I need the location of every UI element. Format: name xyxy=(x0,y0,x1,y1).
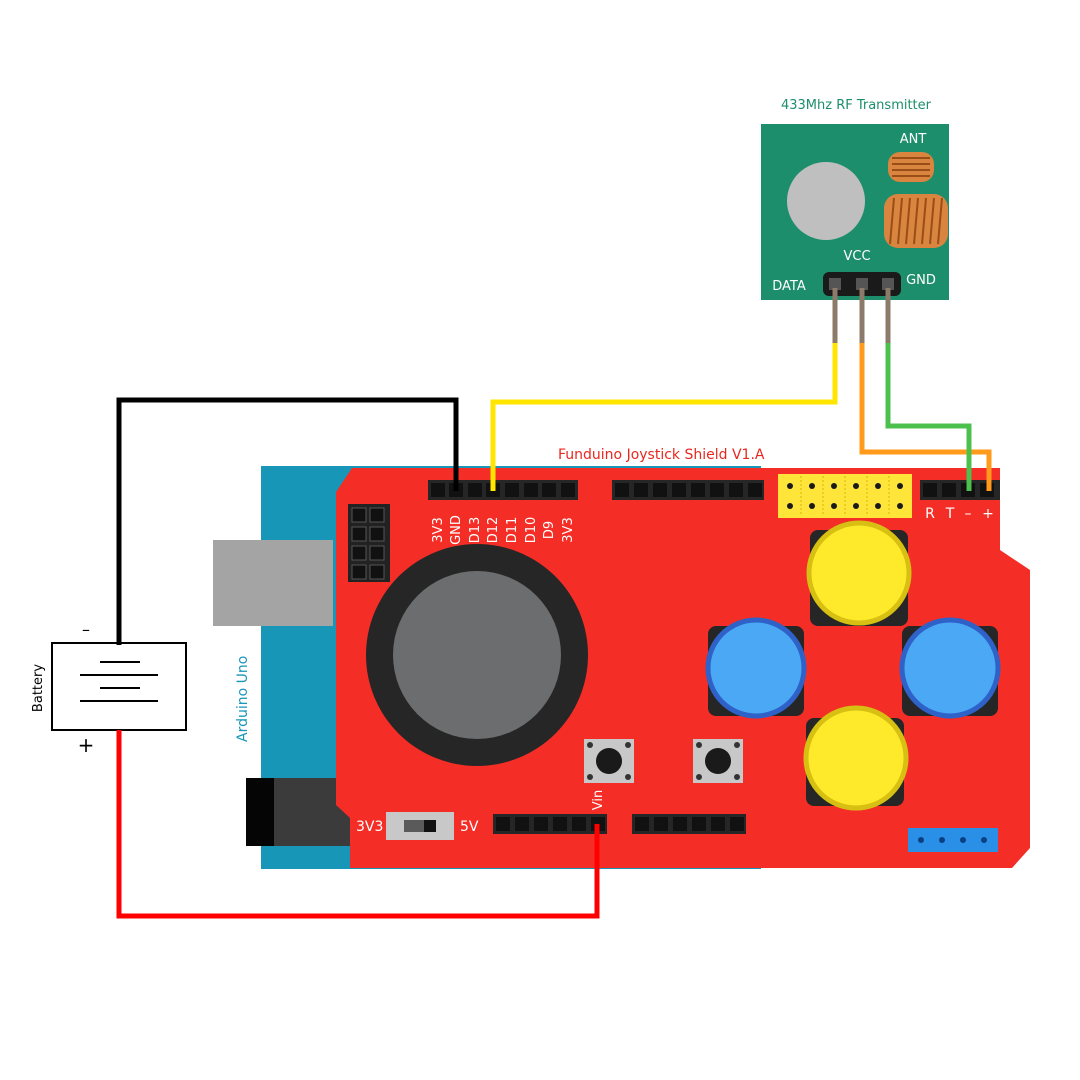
battery-outline xyxy=(51,642,187,731)
pin-label-d11: D11 xyxy=(505,517,520,544)
battery-minus-label: – xyxy=(82,620,90,639)
pin-label-gnd: GND xyxy=(449,515,464,545)
wire-gnd-rf xyxy=(885,343,972,491)
joystick-shield: 3V3 GND D13 D12 D11 D10 D9 3V3 xyxy=(336,447,1030,868)
wire-gnd xyxy=(116,397,459,645)
rf-vcc-label: VCC xyxy=(843,249,870,264)
pin-label-d13: D13 xyxy=(468,517,483,544)
button-blue-right xyxy=(899,617,1001,719)
top-mid-header xyxy=(612,480,764,500)
tactile-button-right xyxy=(693,739,743,783)
icsp-header xyxy=(348,504,390,582)
button-blue-left xyxy=(705,617,807,719)
rf-label-r: R xyxy=(925,506,935,522)
rf-pin-header xyxy=(823,272,901,296)
usb-port xyxy=(213,540,333,626)
top-left-header xyxy=(428,480,578,500)
power-header xyxy=(493,814,607,834)
antenna-coil-large xyxy=(884,194,948,248)
blue-header xyxy=(908,828,998,852)
shield-title: Funduino Joystick Shield V1.A xyxy=(558,447,765,463)
rf-ant-label: ANT xyxy=(900,132,927,147)
rf-data-label: DATA xyxy=(772,279,806,294)
rf-crystal xyxy=(787,162,865,240)
tactile-button-left xyxy=(584,739,634,783)
power-switch: 3V3 5V xyxy=(356,812,479,840)
joystick xyxy=(366,544,588,766)
vin-label: Vin xyxy=(591,790,606,810)
pin-label-3v3-b: 3V3 xyxy=(561,517,576,542)
rf-label-t: T xyxy=(945,506,955,522)
pin-label-d12: D12 xyxy=(486,517,501,544)
wire-vcc xyxy=(859,343,992,491)
battery-plus-label: + xyxy=(78,733,95,757)
yellow-header xyxy=(778,474,912,518)
top-pin-labels: 3V3 GND D13 D12 D11 D10 D9 3V3 xyxy=(431,515,576,545)
rf-title: 433Mhz RF Transmitter xyxy=(781,98,932,113)
switch-label-5v: 5V xyxy=(460,819,479,835)
pin-label-d10: D10 xyxy=(524,517,539,544)
button-yellow-bottom xyxy=(803,705,909,811)
rf-transmitter: 433Mhz RF Transmitter ANT xyxy=(761,98,949,300)
battery: Battery – + xyxy=(31,620,187,757)
wires xyxy=(116,288,992,919)
antenna-coil-small xyxy=(888,152,934,182)
switch-label-3v3: 3V3 xyxy=(356,819,383,835)
battery-label: Battery xyxy=(31,664,46,712)
dc-jack-face xyxy=(246,778,274,846)
button-yellow-top xyxy=(806,520,912,626)
rf-header-labels: R T – + xyxy=(925,506,994,522)
arduino-label: Arduino Uno xyxy=(235,656,251,742)
pin-label-d9: D9 xyxy=(542,521,557,539)
rf-gnd-label: GND xyxy=(906,273,936,288)
rf-label-minus: – xyxy=(965,506,972,522)
pin-label-3v3-a: 3V3 xyxy=(431,517,446,542)
rf-label-plus: + xyxy=(982,506,994,522)
analog-header xyxy=(632,814,746,834)
wire-data xyxy=(490,343,838,491)
wire-vin xyxy=(116,730,600,919)
